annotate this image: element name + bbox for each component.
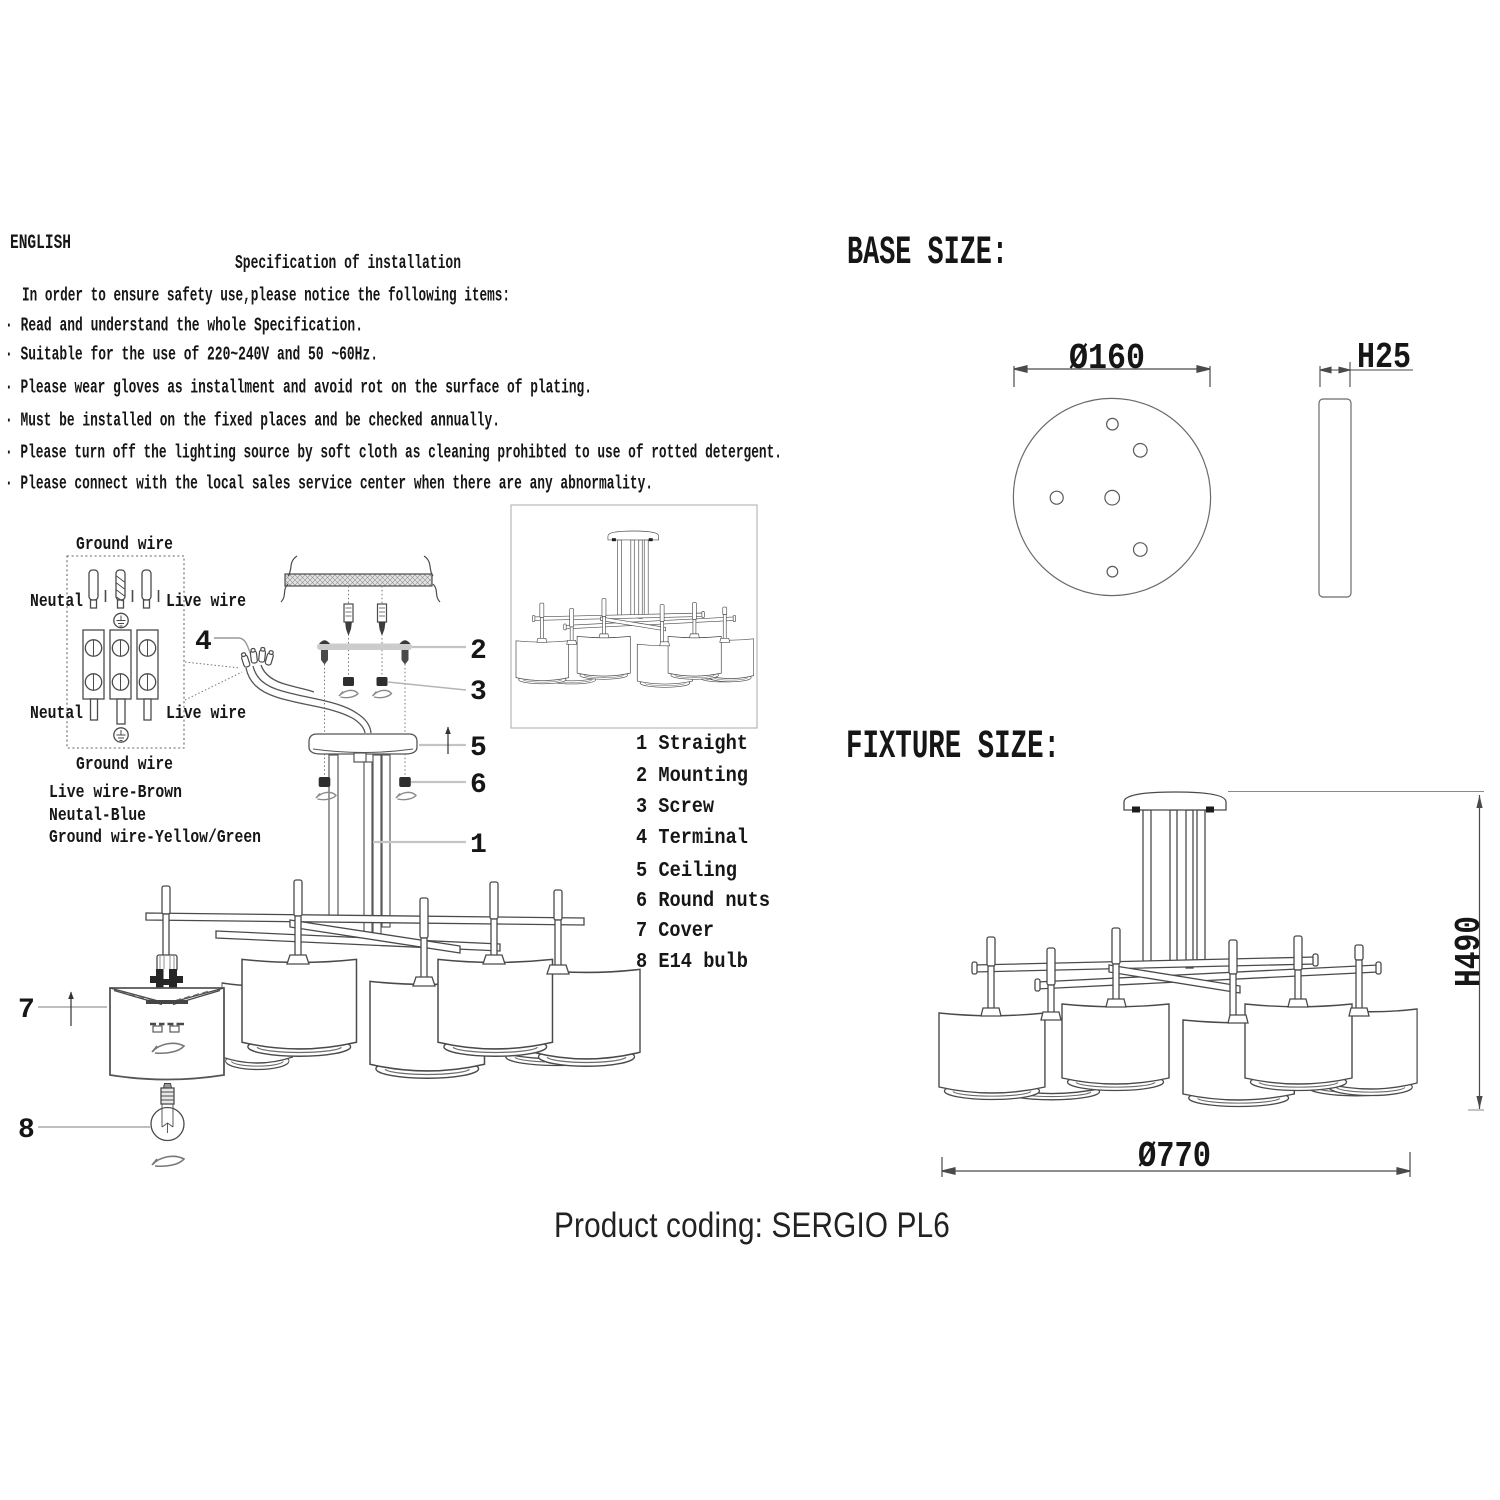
- svg-text:7: 7: [18, 995, 33, 1026]
- svg-text:2 Mounting: 2 Mounting: [636, 765, 748, 788]
- svg-text:2: 2: [470, 636, 486, 667]
- svg-text:BASE SIZE:: BASE SIZE:: [847, 231, 1008, 276]
- svg-text:1: 1: [470, 830, 486, 861]
- svg-text:3 Screw: 3 Screw: [636, 796, 714, 819]
- svg-text:Product coding: SERGIO PL6: Product coding: SERGIO PL6: [554, 1206, 950, 1245]
- svg-text:4: 4: [195, 627, 211, 658]
- svg-text:Ground wire: Ground wire: [76, 754, 173, 775]
- svg-text:5 Ceiling: 5 Ceiling: [636, 860, 737, 883]
- svg-text:Live wire: Live wire: [166, 703, 246, 724]
- svg-text:· Please wear gloves as insta: · Please wear gloves as installment and …: [5, 377, 592, 399]
- svg-text:H490: H490: [1449, 916, 1490, 987]
- svg-text:· Read and understand the who: · Read and understand the whole Specific…: [5, 315, 363, 337]
- svg-text:Ø770: Ø770: [1138, 1136, 1211, 1177]
- svg-text:Ground wire: Ground wire: [76, 534, 173, 555]
- svg-text:In order to ensure safety use,: In order to ensure safety use,please not…: [22, 285, 510, 307]
- svg-text:Ground wire-Yellow/Green: Ground wire-Yellow/Green: [49, 827, 261, 848]
- svg-text:FIXTURE SIZE:: FIXTURE SIZE:: [846, 725, 1060, 770]
- svg-text:Neutal: Neutal: [30, 703, 83, 724]
- svg-text:· Suitable for the use of 220: · Suitable for the use of 220~240V and 5…: [5, 344, 378, 366]
- svg-text:· Please connect with the loc: · Please connect with the local sales se…: [5, 473, 653, 495]
- svg-text:6: 6: [470, 770, 486, 801]
- svg-text:Neutal: Neutal: [30, 591, 83, 612]
- svg-text:1 Straight: 1 Straight: [636, 733, 748, 756]
- svg-text:· Must be installed on the fi: · Must be installed on the fixed places …: [5, 410, 500, 432]
- svg-text:ENGLISH: ENGLISH: [10, 232, 71, 255]
- svg-text:Specification of installation: Specification of installation: [235, 252, 461, 274]
- svg-text:H25: H25: [1357, 337, 1411, 378]
- svg-text:8: 8: [18, 1115, 34, 1146]
- svg-text:6 Round nuts: 6 Round nuts: [636, 890, 770, 913]
- svg-text:Neutal-Blue: Neutal-Blue: [49, 805, 146, 826]
- svg-text:4 Terminal: 4 Terminal: [636, 827, 748, 850]
- svg-text:3: 3: [470, 677, 486, 708]
- svg-text:Live wire: Live wire: [166, 591, 246, 612]
- svg-text:Ø160: Ø160: [1069, 338, 1145, 379]
- svg-text:· Please turn off the lightin: · Please turn off the lighting source by…: [5, 442, 782, 464]
- svg-text:8 E14 bulb: 8 E14 bulb: [636, 951, 748, 974]
- svg-text:5: 5: [470, 733, 486, 764]
- svg-text:Live wire-Brown: Live wire-Brown: [49, 782, 182, 803]
- svg-text:7 Cover: 7 Cover: [636, 920, 714, 943]
